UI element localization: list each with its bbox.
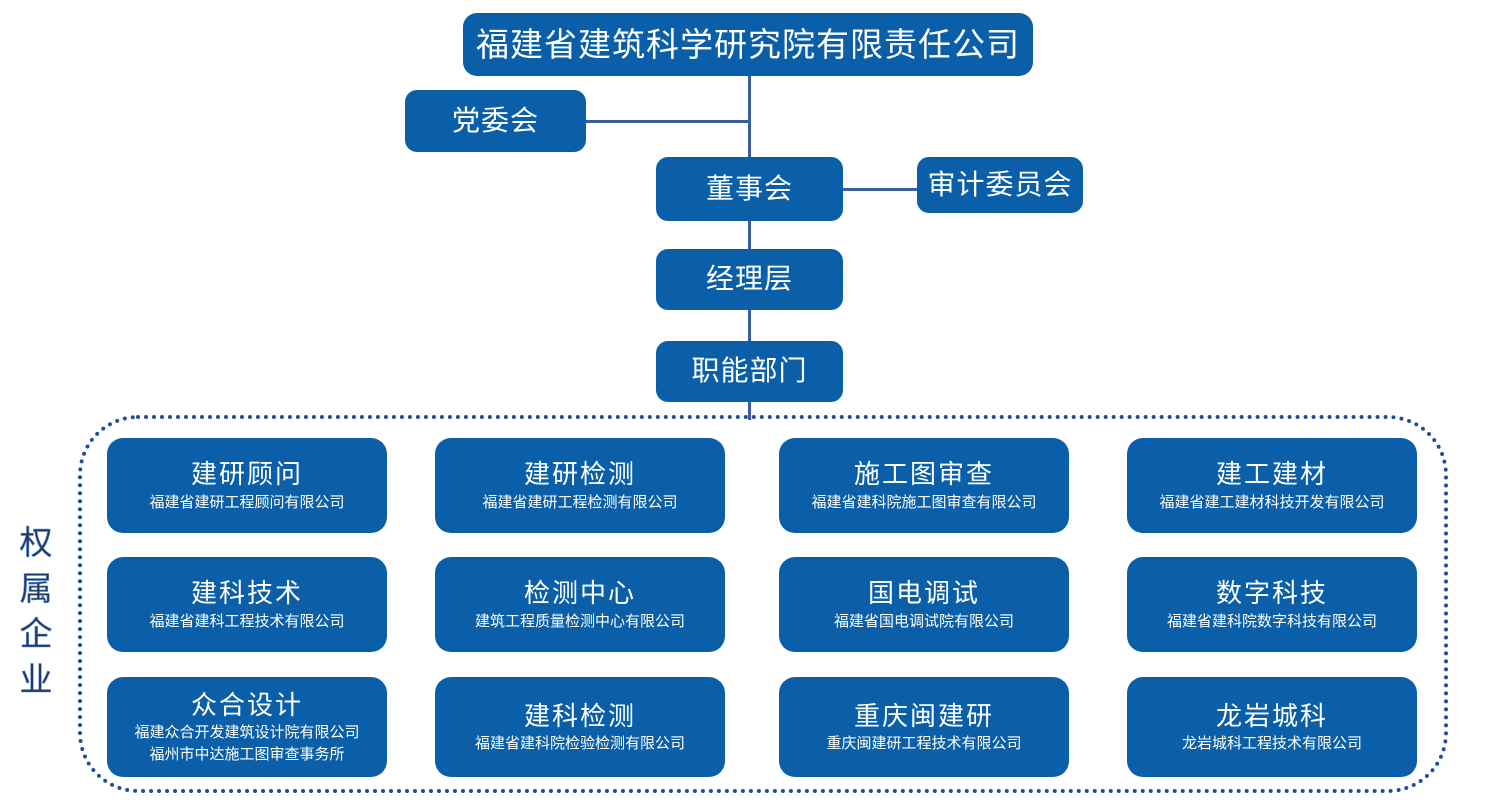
affiliate-title: 众合设计 [190, 689, 303, 720]
affiliate-card[interactable]: 数字科技 福建省建科院数字科技有限公司 [1127, 557, 1417, 652]
connector-board-to-audit [841, 188, 919, 191]
group-label-char-0: 权 [19, 524, 53, 562]
affiliate-title: 建工建材 [1215, 459, 1328, 490]
affiliate-card[interactable]: 检测中心 建筑工程质量检测中心有限公司 [435, 557, 725, 652]
affiliate-title: 重庆闽建研 [853, 700, 994, 731]
connector-board-to-management [748, 220, 751, 252]
affiliate-subtitle: 重庆闽建研工程技术有限公司 [826, 735, 1022, 753]
node-board[interactable]: 董事会 [656, 157, 843, 221]
node-root[interactable]: 福建省建筑科学研究院有限责任公司 [463, 13, 1033, 76]
node-audit-committee-label: 审计委员会 [927, 168, 1073, 200]
group-label-char-1: 属 [19, 569, 53, 607]
affiliate-subtitle: 龙岩城科工程技术有限公司 [1181, 735, 1362, 753]
affiliates-group-container [78, 415, 1448, 793]
affiliate-subtitle: 福建省建科院施工图审查有限公司 [811, 493, 1037, 511]
node-management[interactable]: 经理层 [656, 249, 843, 310]
affiliate-title: 建研顾问 [190, 459, 303, 490]
affiliate-subtitle-secondary: 福州市中达施工图审查事务所 [149, 746, 345, 764]
group-label-char-2: 企 [19, 615, 53, 653]
affiliate-card[interactable]: 龙岩城科 龙岩城科工程技术有限公司 [1127, 677, 1417, 777]
affiliate-title: 建科检测 [523, 700, 636, 731]
node-departments-label: 职能部门 [691, 355, 808, 387]
affiliate-card[interactable]: 施工图审查 福建省建科院施工图审查有限公司 [779, 438, 1069, 533]
affiliate-card[interactable]: 建研顾问 福建省建研工程顾问有限公司 [107, 438, 387, 533]
affiliate-title: 建研检测 [523, 459, 636, 490]
affiliate-subtitle: 福建众合开发建筑设计院有限公司 [134, 724, 360, 741]
affiliate-subtitle: 福建省建研工程顾问有限公司 [149, 493, 345, 511]
affiliate-subtitle: 福建省建工建材科技开发有限公司 [1159, 493, 1385, 511]
affiliate-subtitle: 福建省建科工程技术有限公司 [149, 612, 345, 630]
affiliate-subtitle: 福建省建科院数字科技有限公司 [1166, 612, 1377, 630]
affiliate-card[interactable]: 建工建材 福建省建工建材科技开发有限公司 [1127, 438, 1417, 533]
affiliate-title: 数字科技 [1215, 578, 1328, 609]
affiliate-title: 施工图审查 [853, 459, 994, 490]
affiliate-title: 检测中心 [523, 578, 636, 609]
affiliate-title: 龙岩城科 [1215, 700, 1328, 731]
affiliate-subtitle: 建筑工程质量检测中心有限公司 [474, 612, 685, 630]
connector-root-to-party [584, 120, 750, 123]
affiliates-group-label: 权 属 企 业 [12, 520, 60, 702]
node-departments[interactable]: 职能部门 [656, 341, 843, 402]
connector-departments-to-affiliates [748, 400, 751, 420]
node-root-label: 福建省建筑科学研究院有限责任公司 [476, 25, 1020, 63]
affiliate-title: 建科技术 [190, 578, 303, 609]
connector-management-to-departments [748, 308, 751, 344]
affiliate-card[interactable]: 建科检测 福建省建科院检验检测有限公司 [435, 677, 725, 777]
connector-root-to-board [748, 76, 751, 160]
affiliate-subtitle: 福建省国电调试院有限公司 [833, 612, 1014, 630]
affiliate-subtitle: 福建省建科院检验检测有限公司 [474, 735, 685, 753]
node-management-label: 经理层 [705, 263, 793, 295]
node-board-label: 董事会 [705, 172, 793, 204]
affiliate-card[interactable]: 国电调试 福建省国电调试院有限公司 [779, 557, 1069, 652]
affiliate-card[interactable]: 建科技术 福建省建科工程技术有限公司 [107, 557, 387, 652]
node-party-committee[interactable]: 党委会 [405, 90, 586, 152]
affiliate-title: 国电调试 [867, 578, 980, 609]
group-label-char-3: 业 [19, 660, 53, 698]
node-audit-committee[interactable]: 审计委员会 [917, 157, 1083, 213]
affiliate-subtitle: 福建省建研工程检测有限公司 [482, 493, 678, 511]
affiliate-card[interactable]: 重庆闽建研 重庆闽建研工程技术有限公司 [779, 677, 1069, 777]
affiliate-card[interactable]: 建研检测 福建省建研工程检测有限公司 [435, 438, 725, 533]
node-party-committee-label: 党委会 [451, 104, 539, 136]
affiliate-card[interactable]: 众合设计 福建众合开发建筑设计院有限公司 福州市中达施工图审查事务所 [107, 677, 387, 777]
